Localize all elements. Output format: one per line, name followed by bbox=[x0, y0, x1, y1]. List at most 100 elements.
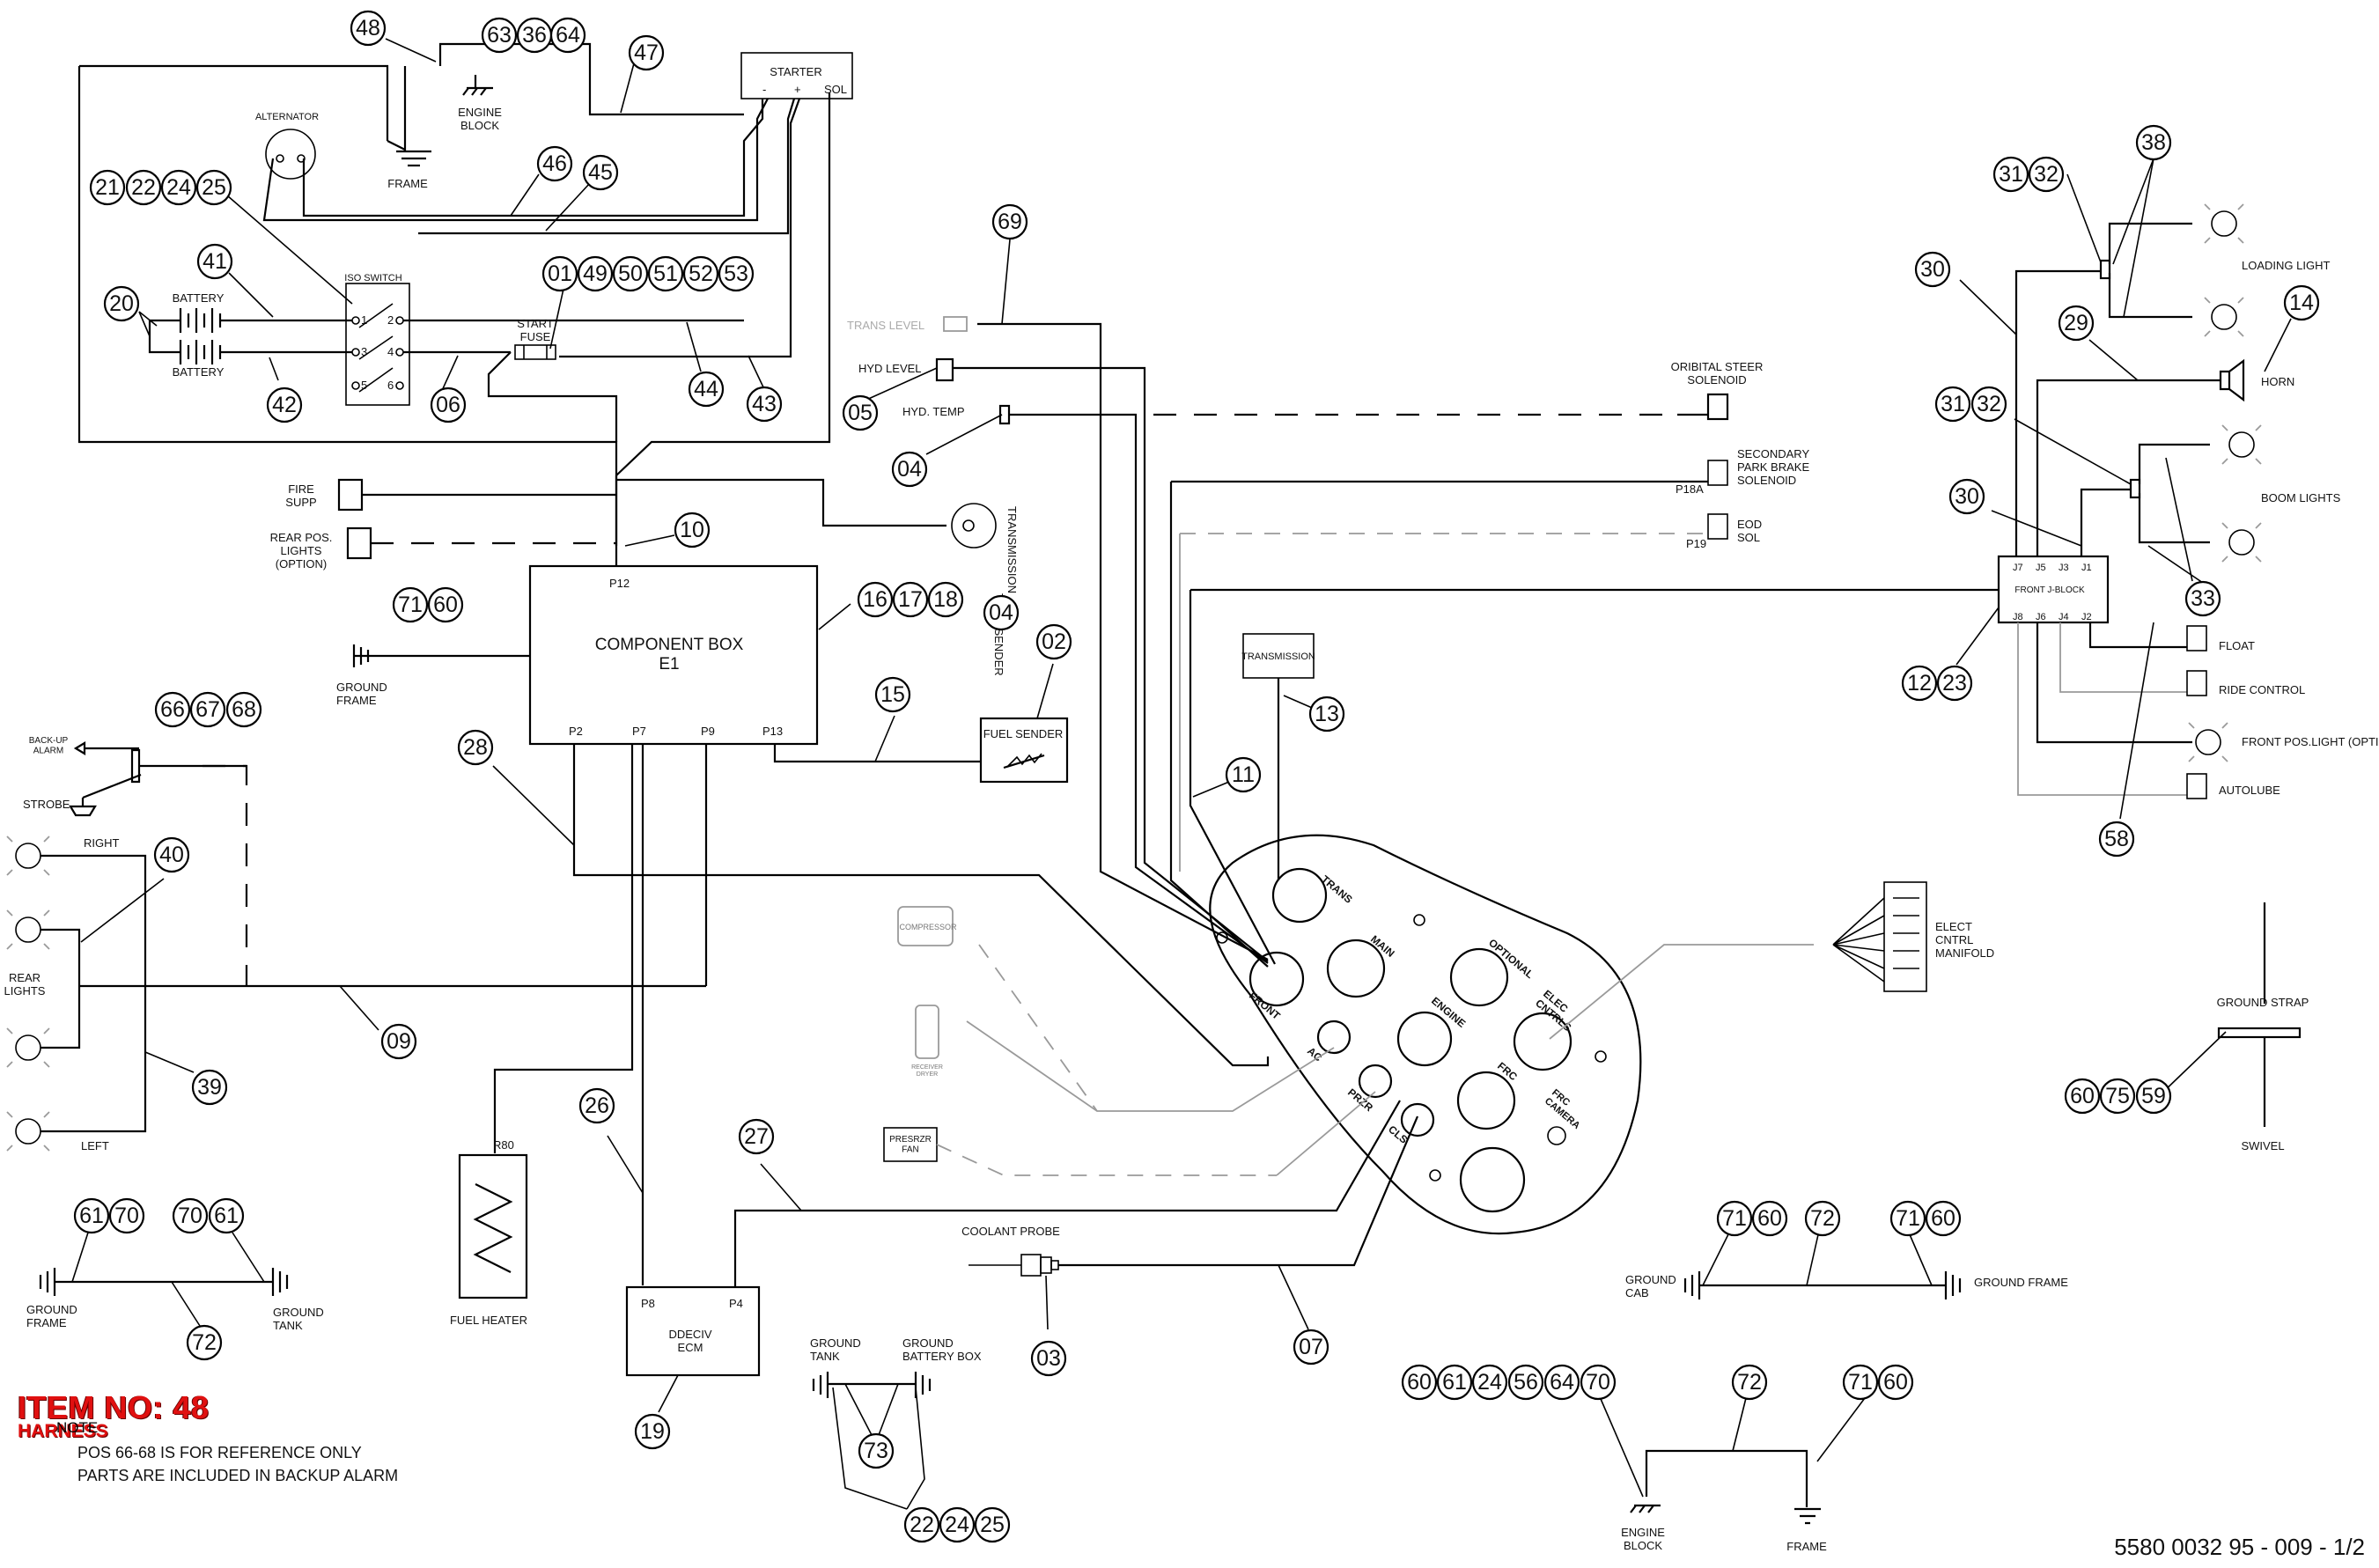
svg-text:51: 51 bbox=[653, 261, 678, 286]
svg-text:60: 60 bbox=[1757, 1206, 1782, 1231]
svg-text:46: 46 bbox=[542, 151, 567, 176]
svg-text:60: 60 bbox=[1407, 1370, 1432, 1395]
svg-text:19: 19 bbox=[640, 1419, 665, 1444]
float-label: FLOAT bbox=[2219, 639, 2255, 652]
svg-text:36: 36 bbox=[522, 23, 547, 48]
svg-text:05: 05 bbox=[848, 401, 873, 425]
callout-30-top: 30 bbox=[1914, 251, 1951, 288]
front-j-block-box bbox=[1997, 555, 2110, 624]
svg-text:24: 24 bbox=[945, 1513, 969, 1537]
callout-61-eb: 61 bbox=[1436, 1364, 1473, 1401]
left-label: LEFT bbox=[81, 1139, 109, 1152]
frame-bottom-label: FRAME bbox=[1786, 1540, 1827, 1553]
svg-text:12: 12 bbox=[1907, 671, 1932, 696]
callout-67: 67 bbox=[189, 691, 226, 728]
callout-36: 36 bbox=[516, 17, 553, 54]
boom-lights-label: BOOM LIGHTS bbox=[2261, 491, 2341, 504]
svg-text:20: 20 bbox=[109, 291, 134, 316]
svg-text:53: 53 bbox=[724, 261, 748, 286]
alternator-label: ALTERNATOR bbox=[255, 112, 319, 122]
loading-light-lower bbox=[2204, 297, 2244, 337]
starter-term-pos: + bbox=[794, 83, 801, 96]
svg-text:60: 60 bbox=[433, 593, 458, 617]
callout-64: 64 bbox=[549, 17, 586, 54]
callout-07: 07 bbox=[1293, 1329, 1329, 1366]
svg-text:48: 48 bbox=[356, 16, 380, 40]
compressor-symbol bbox=[897, 906, 954, 946]
svg-text:22: 22 bbox=[910, 1513, 934, 1537]
svg-text:31: 31 bbox=[1941, 392, 1965, 416]
svg-text:32: 32 bbox=[2034, 162, 2059, 187]
callout-02: 02 bbox=[1035, 623, 1072, 660]
callout-73: 73 bbox=[858, 1432, 895, 1469]
callout-32-top: 32 bbox=[2028, 156, 2065, 193]
svg-text:61: 61 bbox=[1442, 1370, 1467, 1395]
front-j-block-section: FRONT J-BLOCK J7 J5 J3 J1 J8 J6 J4 J2 LO… bbox=[1997, 203, 2379, 799]
item-number-title: ITEM NO: 48 bbox=[18, 1389, 210, 1425]
callout-71-eb: 71 bbox=[1842, 1364, 1879, 1401]
optional-connector bbox=[1449, 947, 1509, 1007]
panel-elec-cntrls-label: ELECCNTRLS bbox=[1533, 988, 1581, 1034]
svg-text:03: 03 bbox=[1036, 1346, 1061, 1371]
svg-text:17: 17 bbox=[898, 587, 923, 612]
elec-manifold-symbol bbox=[1832, 881, 1927, 992]
callout-bubbles: 48 63 36 64 47 46 45 21 22 24 25 41 20 4… bbox=[73, 10, 2320, 1543]
cls-connector bbox=[1400, 1102, 1435, 1137]
callout-11: 11 bbox=[1225, 756, 1262, 793]
svg-text:49: 49 bbox=[583, 261, 608, 286]
callout-33: 33 bbox=[2184, 580, 2221, 617]
frame-ground-symbol bbox=[387, 140, 431, 167]
svg-text:67: 67 bbox=[195, 697, 220, 722]
svg-text:60: 60 bbox=[1883, 1370, 1908, 1395]
rear-pos-lights-connector bbox=[346, 526, 372, 560]
battery-top-label: BATTERY bbox=[173, 291, 225, 305]
callout-27: 27 bbox=[738, 1118, 775, 1155]
svg-text:58: 58 bbox=[2104, 827, 2129, 851]
large-connector bbox=[1459, 1146, 1526, 1213]
front-pos-light-symbol bbox=[2188, 722, 2228, 762]
svg-text:11: 11 bbox=[1232, 762, 1255, 787]
iso-switch-box bbox=[345, 283, 410, 406]
ground-frame-symbol-left bbox=[352, 644, 530, 667]
svg-text:30: 30 bbox=[1955, 484, 1979, 509]
callout-15: 15 bbox=[874, 676, 911, 713]
ac-connector bbox=[1316, 1020, 1352, 1055]
boom-light-upper bbox=[2221, 424, 2262, 465]
callout-60-eb2: 60 bbox=[1877, 1364, 1914, 1401]
callout-29: 29 bbox=[2058, 305, 2095, 342]
callout-31-top: 31 bbox=[1992, 156, 2029, 193]
right-label: RIGHT bbox=[84, 836, 120, 850]
callout-04-upper: 04 bbox=[891, 451, 928, 488]
callout-30-mid: 30 bbox=[1948, 478, 1985, 515]
callout-69: 69 bbox=[991, 203, 1028, 240]
callout-52: 52 bbox=[682, 255, 719, 292]
callout-03: 03 bbox=[1030, 1340, 1067, 1377]
iso-pin-1: 1 bbox=[361, 313, 367, 327]
panel-outline bbox=[1209, 834, 1642, 1235]
fuel-heater-box bbox=[458, 1153, 528, 1299]
ddec-ecm-box bbox=[625, 1285, 761, 1377]
callout-44: 44 bbox=[688, 371, 725, 408]
svg-text:18: 18 bbox=[933, 587, 958, 612]
callout-25: 25 bbox=[195, 169, 232, 206]
ride-control-solenoid bbox=[2186, 670, 2207, 696]
note-line-1: POS 66-68 IS FOR REFERENCE ONLY bbox=[77, 1444, 362, 1461]
svg-text:60: 60 bbox=[2070, 1084, 2095, 1108]
callout-12: 12 bbox=[1901, 665, 1938, 702]
document-number: 5580 0032 95 - 009 - 1/2 bbox=[2114, 1534, 2365, 1560]
strobe-label: STROBE bbox=[23, 798, 70, 811]
hyd-level-label: HYD LEVEL bbox=[858, 362, 922, 375]
svg-text:02: 02 bbox=[1042, 629, 1066, 654]
svg-text:64: 64 bbox=[1550, 1370, 1574, 1395]
callout-16: 16 bbox=[857, 581, 894, 618]
loading-light-connector bbox=[2099, 259, 2111, 280]
callout-61-bl: 61 bbox=[73, 1197, 110, 1234]
callout-24-bottom: 24 bbox=[939, 1506, 976, 1543]
callout-42: 42 bbox=[266, 386, 303, 423]
svg-text:39: 39 bbox=[197, 1075, 222, 1100]
hyd-temp-label: HYD. TEMP bbox=[902, 405, 965, 418]
callout-38: 38 bbox=[2135, 124, 2172, 161]
